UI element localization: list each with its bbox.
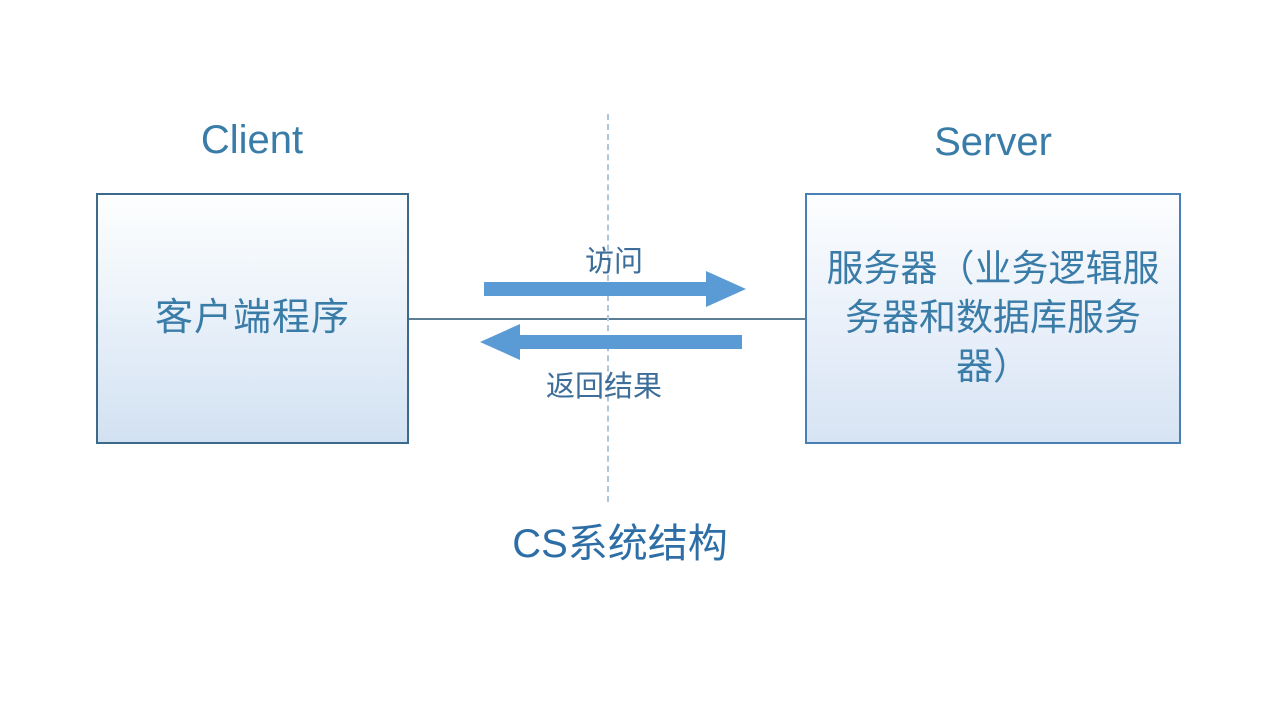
client-node-box[interactable]: 客户端程序 <box>96 193 409 444</box>
response-arrow-icon <box>480 322 742 362</box>
client-role-label: Client <box>200 118 304 162</box>
server-role-label: Server <box>934 120 1052 164</box>
server-node-box[interactable]: 服务器（业务逻辑服务器和数据库服务器） <box>805 193 1181 444</box>
request-arrow-label: 访问 <box>584 246 643 278</box>
diagram-caption: CS系统结构 <box>512 522 728 566</box>
vertical-dashed-divider <box>607 114 609 502</box>
client-node-label: 客户端程序 <box>154 297 350 340</box>
request-arrow-icon <box>484 269 746 309</box>
server-node-label: 服务器（业务逻辑服务器和数据库服务器） <box>826 248 1160 387</box>
response-arrow-label: 返回结果 <box>545 371 662 403</box>
